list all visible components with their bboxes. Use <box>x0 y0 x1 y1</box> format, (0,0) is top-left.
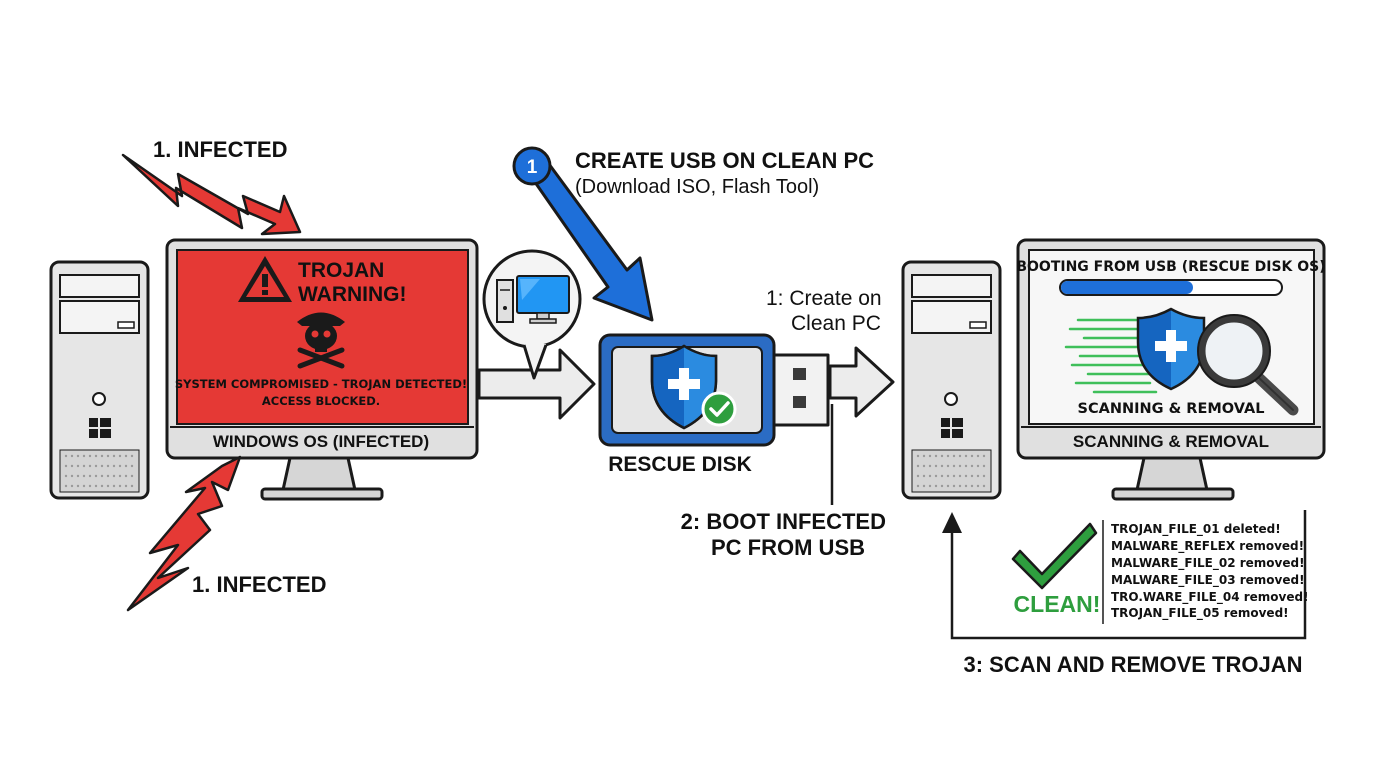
flow-arrow-to-usb <box>477 348 596 420</box>
step2-line1: 2: BOOT INFECTED <box>681 509 886 534</box>
log-line: MALWARE_FILE_03 removed! <box>1111 573 1305 588</box>
check-badge-icon <box>701 391 737 427</box>
scan-inner-caption: SCANNING & REMOVAL <box>1078 401 1265 417</box>
warning-triangle-icon <box>238 256 292 302</box>
magnifier-icon <box>1197 314 1299 416</box>
rescue-disk-label: RESCUE DISK <box>608 453 752 476</box>
step3-label: 3: SCAN AND REMOVE TROJAN <box>964 652 1303 677</box>
shield-plus-icon <box>1136 307 1206 391</box>
flow-arrow-to-clean-pc <box>828 346 895 418</box>
step1-subtitle: (Download ISO, Flash Tool) <box>575 176 819 198</box>
log-line: TROJAN_FILE_01 deleted! <box>1111 522 1281 537</box>
result-return-arrowhead <box>942 512 962 533</box>
lightning-arrow-icon <box>126 455 242 612</box>
infected-label-bottom: 1. INFECTED <box>192 572 326 597</box>
rescue-usb-drive <box>598 333 830 447</box>
boot-progress-fill <box>1061 281 1193 294</box>
warning-title-line1: TROJAN <box>298 259 384 282</box>
warning-title-line2: WARNING! <box>298 283 407 306</box>
log-line: TROJAN_FILE_05 removed! <box>1111 606 1289 621</box>
warning-message-line1: SYSTEM COMPROMISED - TROJAN DETECTED! <box>175 377 467 391</box>
windows-logo-icon <box>89 418 111 438</box>
log-line: MALWARE_REFLEX removed! <box>1111 539 1304 554</box>
result-return-line <box>950 510 1307 640</box>
scanning-monitor: BOOTING FROM USB (RESCUE DISK OS) <box>1016 238 1326 501</box>
log-line: MALWARE_FILE_02 removed! <box>1111 556 1305 571</box>
create-usb-arrow: 1 <box>512 146 654 322</box>
booting-header: BOOTING FROM USB (RESCUE DISK OS) <box>1016 259 1325 275</box>
desktop-pc-icon <box>482 249 582 380</box>
step1-badge: 1 <box>527 157 538 178</box>
windows-logo-icon <box>941 418 963 438</box>
usb-side-label-line2: Clean PC <box>791 312 881 335</box>
warning-message-line2: ACCESS BLOCKED. <box>262 394 380 408</box>
log-line: TRO.WARE_FILE_04 removed! <box>1111 590 1309 605</box>
step2-line2: PC FROM USB <box>711 535 865 560</box>
scan-monitor-caption: SCANNING & REMOVAL <box>1073 432 1269 451</box>
skull-crossbones-icon <box>297 312 345 369</box>
checkmark-icon <box>1011 522 1098 590</box>
usb-side-label-line1: 1: Create on <box>766 287 882 310</box>
infected-monitor-caption: WINDOWS OS (INFECTED) <box>213 432 429 451</box>
infected-label-top: 1. INFECTED <box>153 137 287 162</box>
clean-status: CLEAN! <box>1014 591 1101 617</box>
lightning-arrow-icon <box>121 153 302 236</box>
shield-plus-icon <box>650 344 718 430</box>
infected-pc-tower <box>49 260 150 500</box>
infected-monitor: TROJAN WARNING! SYSTEM COMPROMISED - TRO… <box>165 238 479 501</box>
scan-result-panel: CLEAN! TROJAN_FILE_01 deleted! MALWARE_R… <box>942 510 1309 640</box>
clean-pc-tower <box>901 260 1002 500</box>
step1-title: CREATE USB ON CLEAN PC <box>575 148 874 173</box>
